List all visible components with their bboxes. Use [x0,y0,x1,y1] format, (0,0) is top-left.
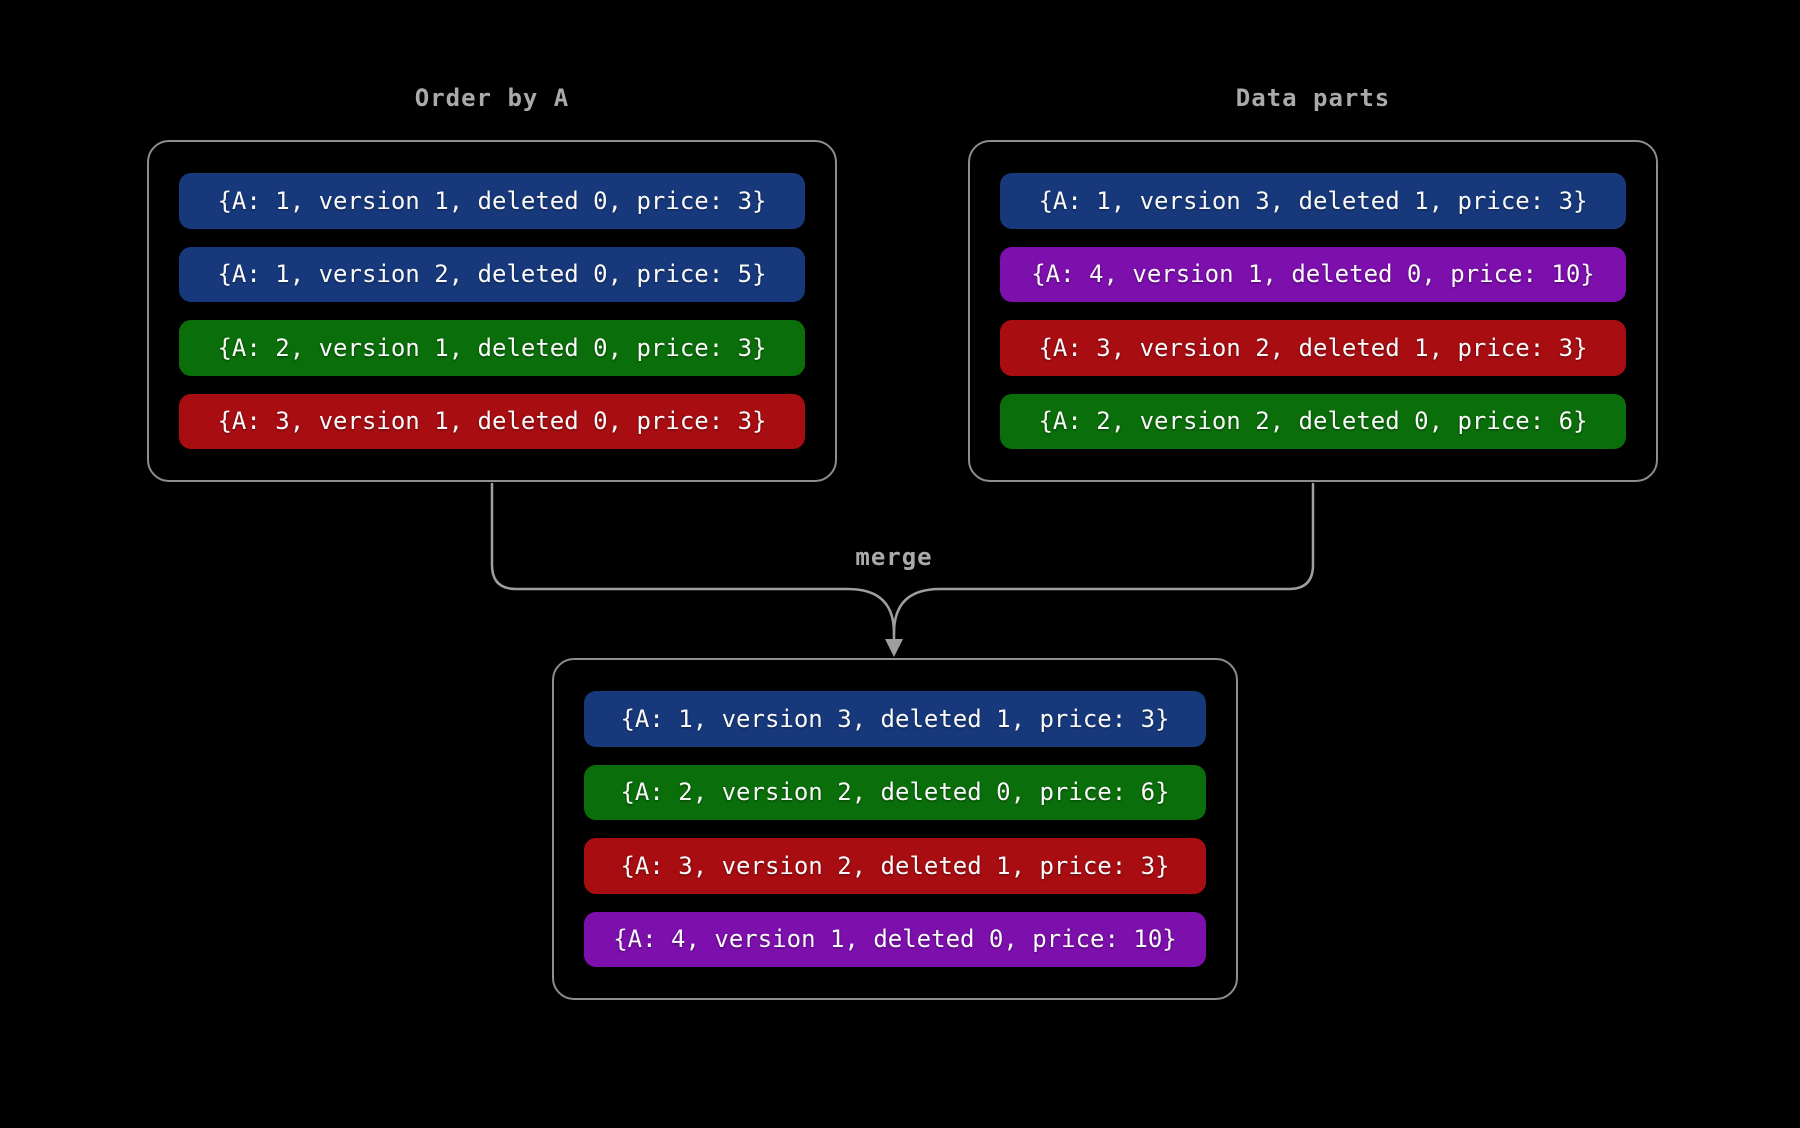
record-row: {A: 2, version 2, deleted 0, price: 6} [584,764,1206,820]
merge-arrow-icon [885,639,903,657]
record-row: {A: 1, version 2, deleted 0, price: 5} [179,246,805,302]
right-connector-line [892,482,1315,635]
data-parts-box: {A: 1, version 3, deleted 1, price: 3} {… [968,140,1658,482]
record-row: {A: 3, version 2, deleted 1, price: 3} [584,838,1206,894]
merged-result-box: {A: 1, version 3, deleted 1, price: 3} {… [552,658,1238,1000]
record-row: {A: 2, version 2, deleted 0, price: 6} [1000,393,1626,449]
record-row: {A: 3, version 1, deleted 0, price: 3} [179,393,805,449]
order-by-a-title: Order by A [414,84,570,112]
record-row: {A: 1, version 3, deleted 1, price: 3} [1000,173,1626,229]
merge-label: merge [855,543,933,571]
record-row: {A: 4, version 1, deleted 0, price: 10} [1000,246,1626,302]
data-parts-title: Data parts [1235,84,1391,112]
record-row: {A: 4, version 1, deleted 0, price: 10} [584,911,1206,967]
record-row: {A: 1, version 1, deleted 0, price: 3} [179,173,805,229]
record-row: {A: 2, version 1, deleted 0, price: 3} [179,320,805,376]
record-row: {A: 1, version 3, deleted 1, price: 3} [584,691,1206,747]
left-connector-line [490,482,896,643]
order-by-a-box: {A: 1, version 1, deleted 0, price: 3} {… [147,140,837,482]
record-row: {A: 3, version 2, deleted 1, price: 3} [1000,320,1626,376]
